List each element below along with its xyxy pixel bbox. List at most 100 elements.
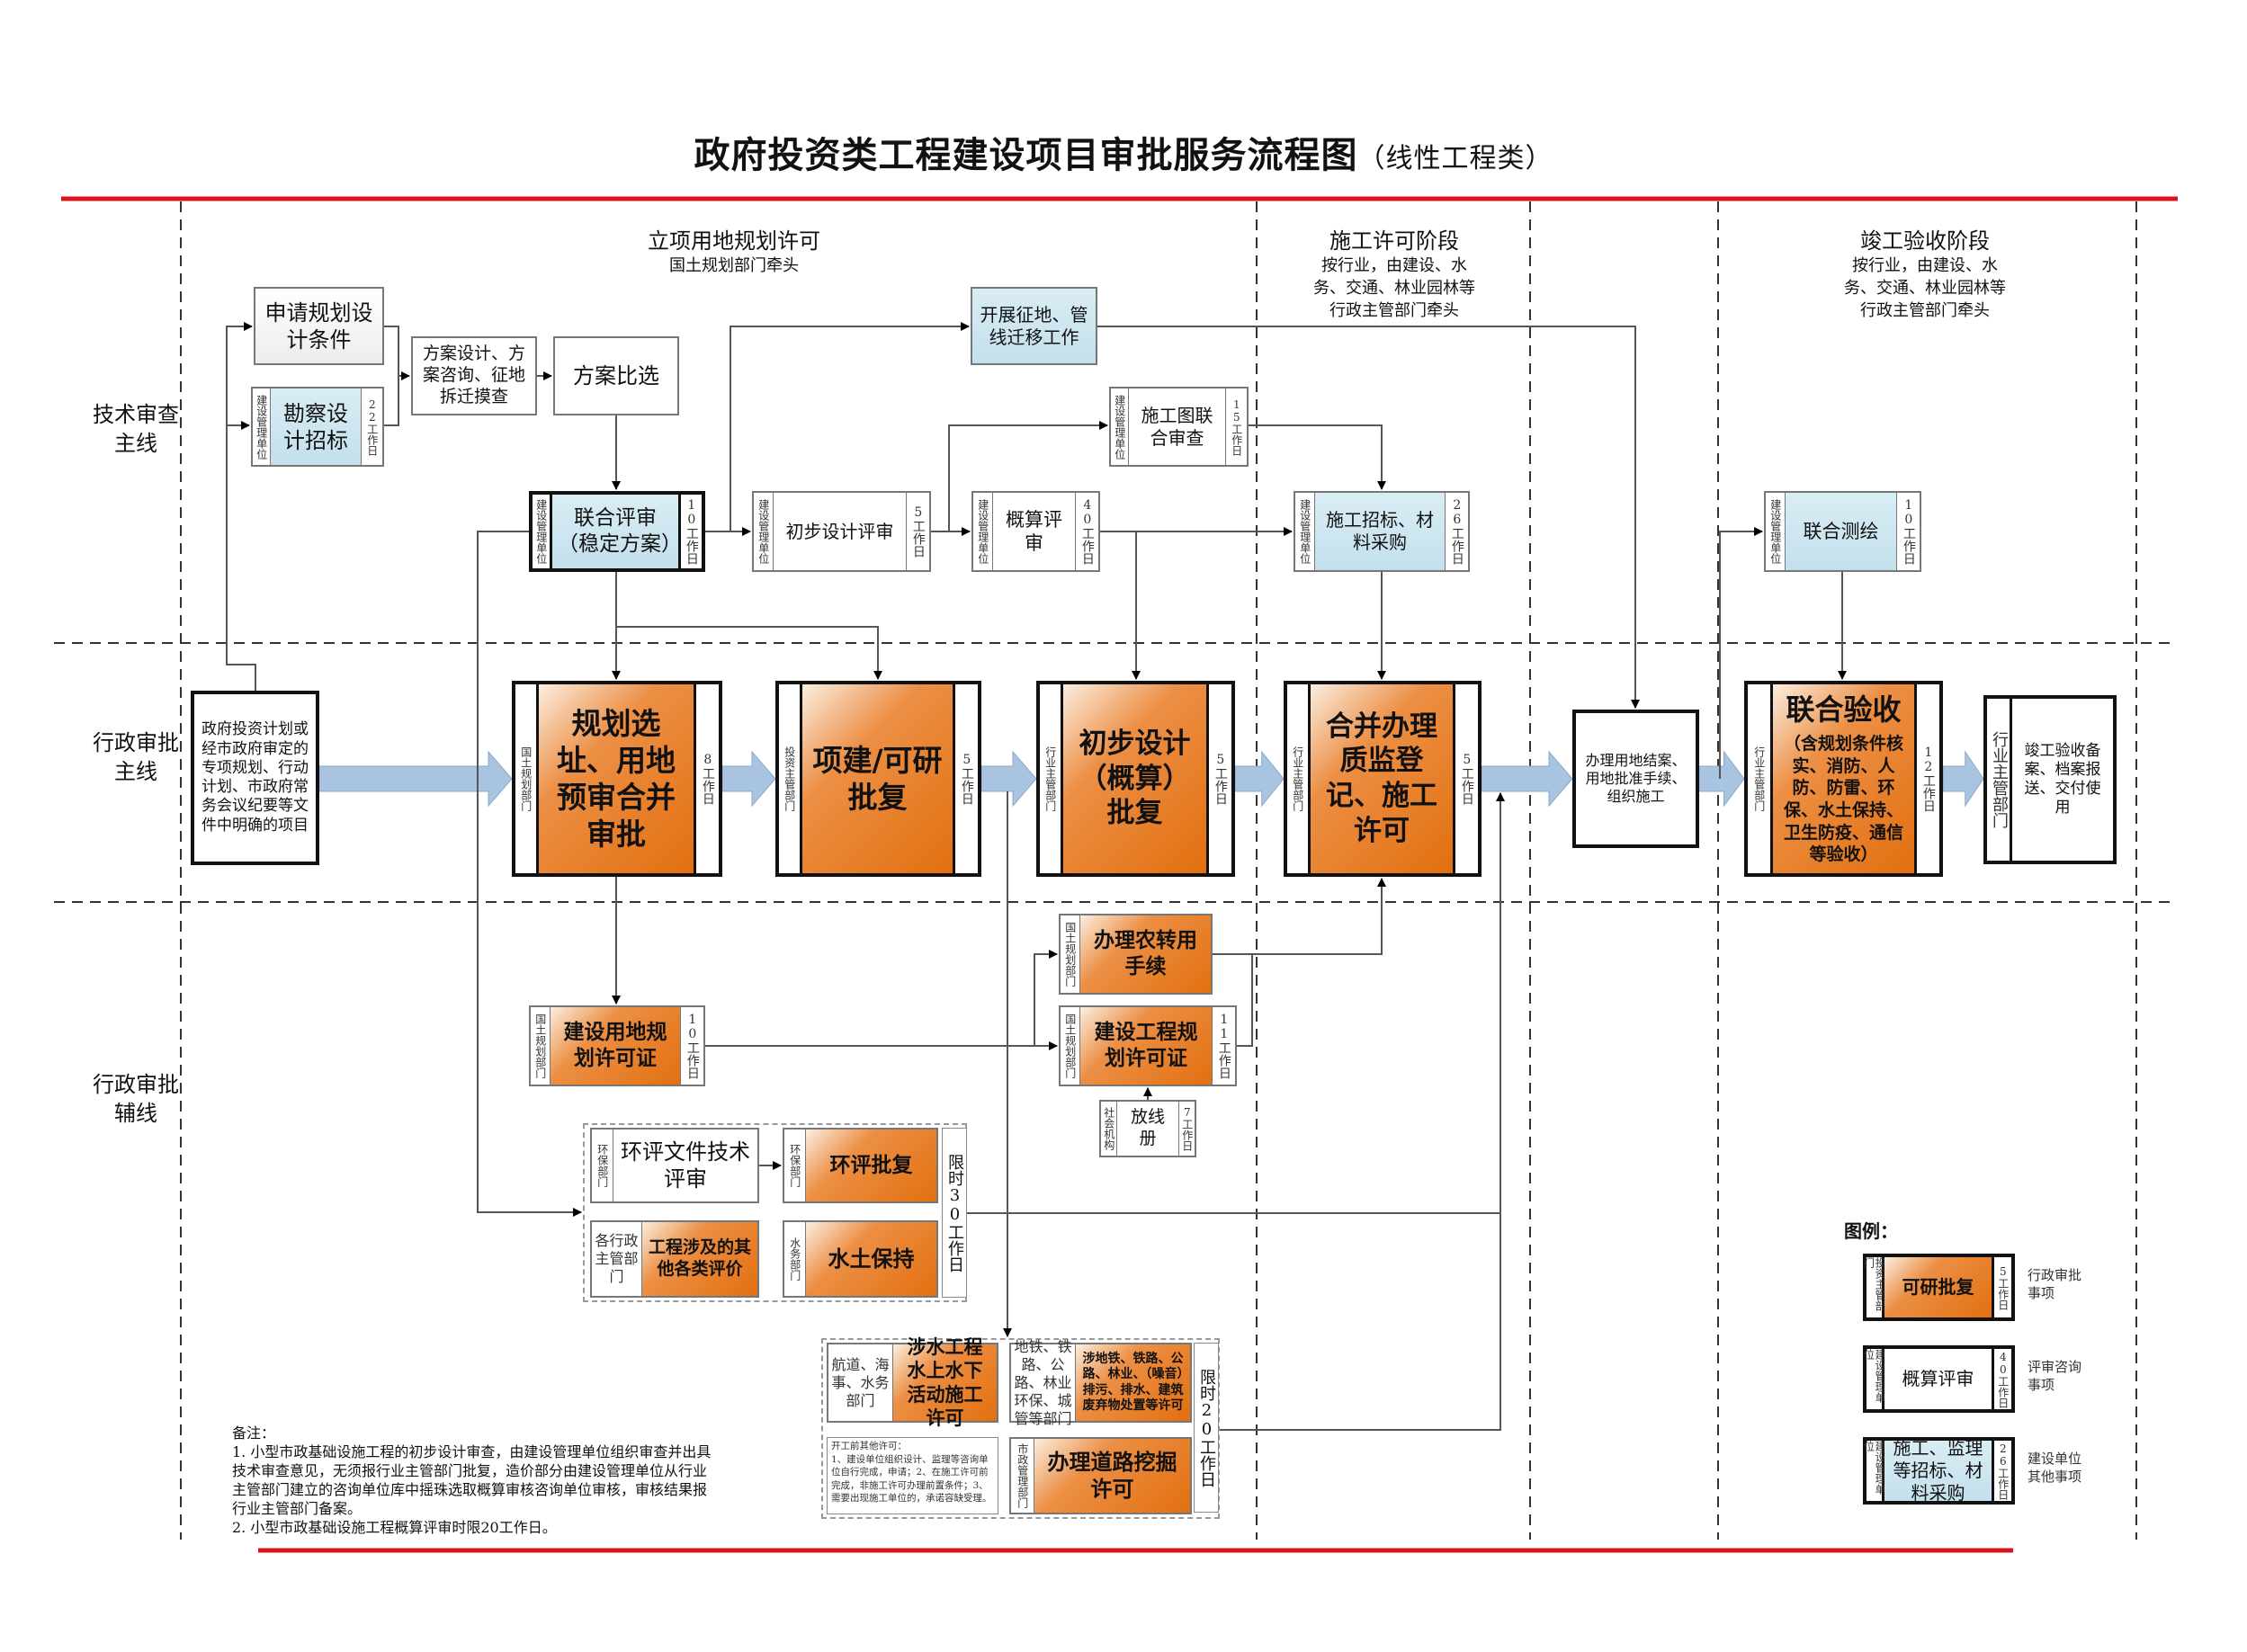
lane-label: 行政审批 主线 [93,730,179,784]
node-title: 环评批复 [829,1153,913,1177]
node-body: 申请规划设计条件 [255,289,382,363]
connector [948,421,1108,531]
page-title: 政府投资类工程建设项目审批服务流程图（线性工程类） [0,126,2247,178]
connector [1097,326,1640,709]
legend-label: 评审咨询事项 [2028,1359,2082,1393]
node-title: 项建/可研批复 [812,742,943,815]
dept-label: 建设管理单位 [1766,493,1786,570]
limit-20-label: 限时20工作日 [1194,1343,1219,1513]
dept-label: 国土规划部门 [531,1007,551,1085]
connector [616,626,882,680]
node-env-approval: 环保部门 环评批复 [783,1128,938,1203]
duration-label: 10工作日 [1896,493,1920,570]
note-item: 1. 小型市政基础设施工程的初步设计审查，由建设管理单位组织审查并出具技术审查意… [232,1443,712,1517]
notes: 备注： 1. 小型市政基础设施工程的初步设计审查，由建设管理单位组织审查并出具技… [232,1424,718,1537]
dept-label: 水务部门 [784,1222,806,1296]
node-soil: 水务部门水土保持 [783,1220,938,1298]
phase-lead-dept: 行政主管部门牵头 [1860,301,1990,320]
node-joint-survey: 建设管理单位联合测绘 10工作日 [1764,491,1921,572]
flow-arrow [1698,750,1745,808]
flow-arrow [1942,750,1984,808]
node-title: 规划选址、用地预审合并审批 [557,705,676,853]
dept-label: 行业主管部门 [1040,684,1063,873]
node-title: 合并办理质监登记、施工许可 [1326,710,1437,847]
node-body: 涉水工程水上水下活动施工许可 [893,1336,997,1429]
node-title: 施工图联合审查 [1141,404,1213,449]
node-body: 办理用地结案、用地批准手续、组织施工 [1576,713,1696,844]
node-body: 水土保持 [806,1222,936,1296]
phase-header: 竣工验收阶段按行业，由建设、水务、交通、林业园林等行政主管部门牵头 [1745,223,2105,322]
connector [1213,878,1386,955]
node-body: 办理道路挖掘许可 [1034,1439,1190,1513]
dept-label: 航道、海事、水务部门 [828,1344,893,1421]
phase-lead-dept: 按行业，由建设、水 [1321,256,1467,275]
dept-label: 行业主管部门 [1748,684,1773,873]
dept-label: 建设管理单位 [1863,1441,1886,1501]
flow-arrow [318,750,513,808]
node-title: 方案比选 [573,363,659,388]
node-start: 政府投资计划或经市政府审定的专项规划、行动计划、市政府常务会议纪要等文件中明确的… [191,691,319,865]
node-body: 规划选址、用地预审合并审批 [539,684,694,873]
dept-label: 建设管理单位 [754,493,774,570]
node-body: 环评文件技术评审 [613,1130,757,1201]
node-body: 开展征地、管线迁移工作 [972,289,1096,363]
dept-label: 市政管理部门 [1011,1439,1034,1513]
node-body: 工程涉及的其他各类评价 [642,1222,757,1296]
node-body: 可研批复 [1884,1257,1992,1317]
dept-label: 社会机构 [1101,1102,1117,1156]
dept-label: 国土规划部门 [515,684,539,873]
dept-label: 建设管理单位 [1863,1349,1886,1409]
duration-label: 10工作日 [680,1007,703,1085]
pre-construction-note: 开工前其他许可： 1、建设单位组织设计、监理等咨询单位自行完成，申请；2、在施工… [827,1437,998,1514]
node-completion: 行业主管部门竣工验收备案、档案报送、交付使用 [1983,695,2117,864]
connector [477,531,582,1217]
node-body: 方案设计、方案咨询、征地拆迁摸查 [413,338,535,414]
duration-label: 22工作日 [361,388,382,465]
node-subtitle: （含规划条件核实、消防、人防、防雷、环保、水土保持、卫生防疫、通信等验收） [1783,733,1903,865]
node-title: 涉水工程水上水下活动施工许可 [907,1336,983,1429]
dept-label: 投资主管部门 [779,684,802,873]
duration-label: 5工作日 [906,493,929,570]
node-body: 建设用地规划许可证 [551,1007,680,1085]
dept-label: 环保部门 [592,1130,613,1201]
dept-label: 行业主管部门 [1987,699,2012,861]
node-body: 联合验收（含规划条件核实、消防、人防、防雷、环保、水土保持、卫生防疫、通信等验收… [1773,684,1914,873]
node-body: 合并办理质监登记、施工许可 [1311,684,1453,873]
node-body: 初步设计（概算）批复 [1063,684,1206,873]
node-body: 概算评审 [1884,1349,1992,1409]
duration-label: 12工作日 [1914,684,1939,873]
node-body: 方案比选 [555,338,677,414]
duration-label: 11工作日 [1212,1007,1235,1085]
dept-label: 环保部门 [784,1130,806,1201]
phase-title: 竣工验收阶段 [1860,228,1990,254]
node-joint-review: 建设管理单位联合评审（稳定方案）10工作日 [529,491,705,572]
dept-label: 建设管理单位 [253,388,271,465]
connector [1220,1213,1501,1431]
node-land-pipeline: 开展征地、管线迁移工作 [971,287,1097,365]
node-title: 概算评审 [1006,508,1062,554]
connector [1237,954,1253,1047]
node-title: 施工招标、材料采购 [1326,509,1434,553]
flow-arrow [1481,750,1573,808]
node-body: 建设工程规划许可证 [1080,1007,1212,1085]
node-title: 办理道路挖掘许可 [1047,1450,1177,1502]
node-title: 方案设计、方案咨询、征地拆迁摸查 [422,344,525,406]
notes-heading: 备注： [232,1424,276,1442]
phase-header: 施工许可阶段按行业，由建设、水务、交通、林业园林等行政主管部门牵头 [1259,223,1529,322]
node-title: 办理农转用手续 [1094,929,1197,978]
dept-label: 地铁、铁路、公路、林业环保、城管等部门 [1011,1338,1076,1427]
duration-label: 40工作日 [1992,1349,2011,1409]
node-title: 联合测绘 [1803,520,1879,542]
node-scheme-select: 方案比选 [553,336,679,415]
node-title: 初步设计（概算）批复 [1079,727,1191,830]
